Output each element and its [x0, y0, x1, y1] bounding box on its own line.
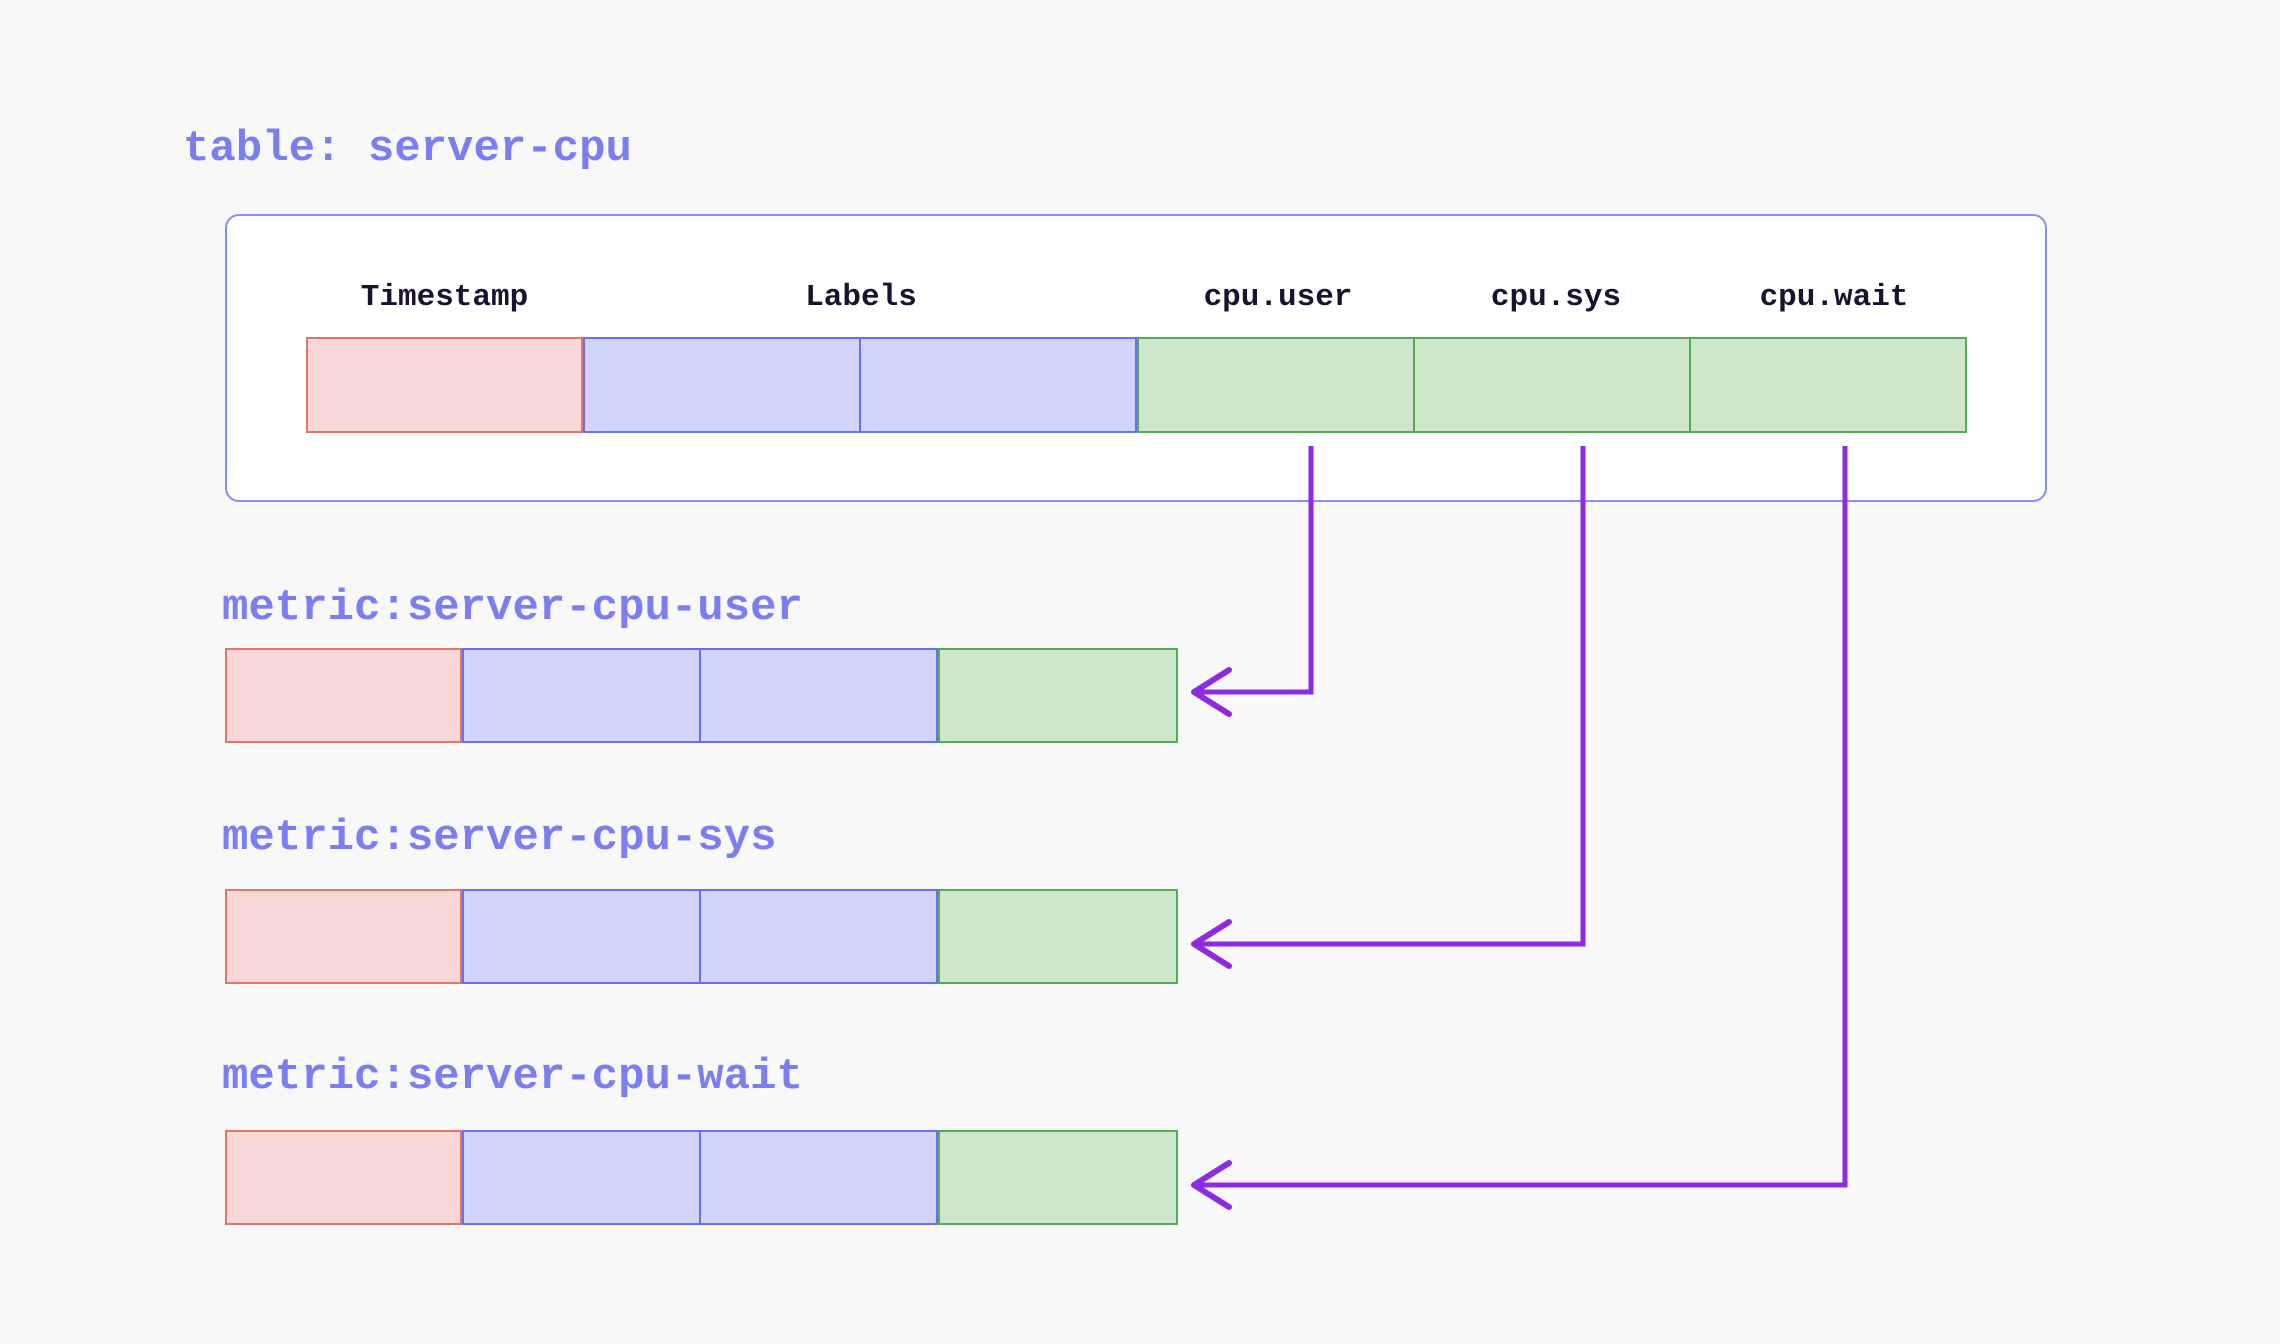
timestamp-cell — [306, 337, 583, 433]
metric-row-server-cpu-user — [225, 648, 1178, 743]
label-cell — [699, 648, 938, 743]
metric-label-server-cpu-wait: metric:server-cpu-wait — [222, 1052, 803, 1102]
metric-label-server-cpu-sys: metric:server-cpu-sys — [222, 813, 777, 863]
table-row — [306, 337, 1967, 433]
label-cell — [462, 889, 701, 984]
timestamp-cell — [225, 648, 462, 743]
label-cell — [859, 337, 1137, 433]
label-cell — [462, 1130, 701, 1225]
table-title: table: server-cpu — [183, 124, 632, 174]
label-cell — [699, 1130, 938, 1225]
timestamp-cell — [225, 1130, 462, 1225]
field-cell — [938, 648, 1178, 743]
label-cell — [462, 648, 701, 743]
column-header-timestamp: Timestamp — [360, 280, 529, 315]
column-header-cpu-user: cpu.user — [1203, 280, 1353, 315]
field-cell — [938, 1130, 1178, 1225]
metric-row-server-cpu-wait — [225, 1130, 1178, 1225]
metric-label-server-cpu-user: metric:server-cpu-user — [222, 583, 803, 633]
field-cell — [938, 889, 1178, 984]
arrow-cpu-wait-to-metric-icon — [1191, 446, 1848, 1210]
field-cell-cpu-sys — [1413, 337, 1691, 433]
column-header-labels: Labels — [805, 280, 917, 315]
column-header-cpu-wait: cpu.wait — [1759, 280, 1909, 315]
field-cell-cpu-user — [1137, 337, 1415, 433]
column-header-cpu-sys: cpu.sys — [1490, 280, 1622, 315]
label-cell — [699, 889, 938, 984]
metric-row-server-cpu-sys — [225, 889, 1178, 984]
label-cell — [583, 337, 861, 433]
field-cell-cpu-wait — [1689, 337, 1967, 433]
arrow-cpu-sys-to-metric-icon — [1191, 446, 1586, 969]
timestamp-cell — [225, 889, 462, 984]
